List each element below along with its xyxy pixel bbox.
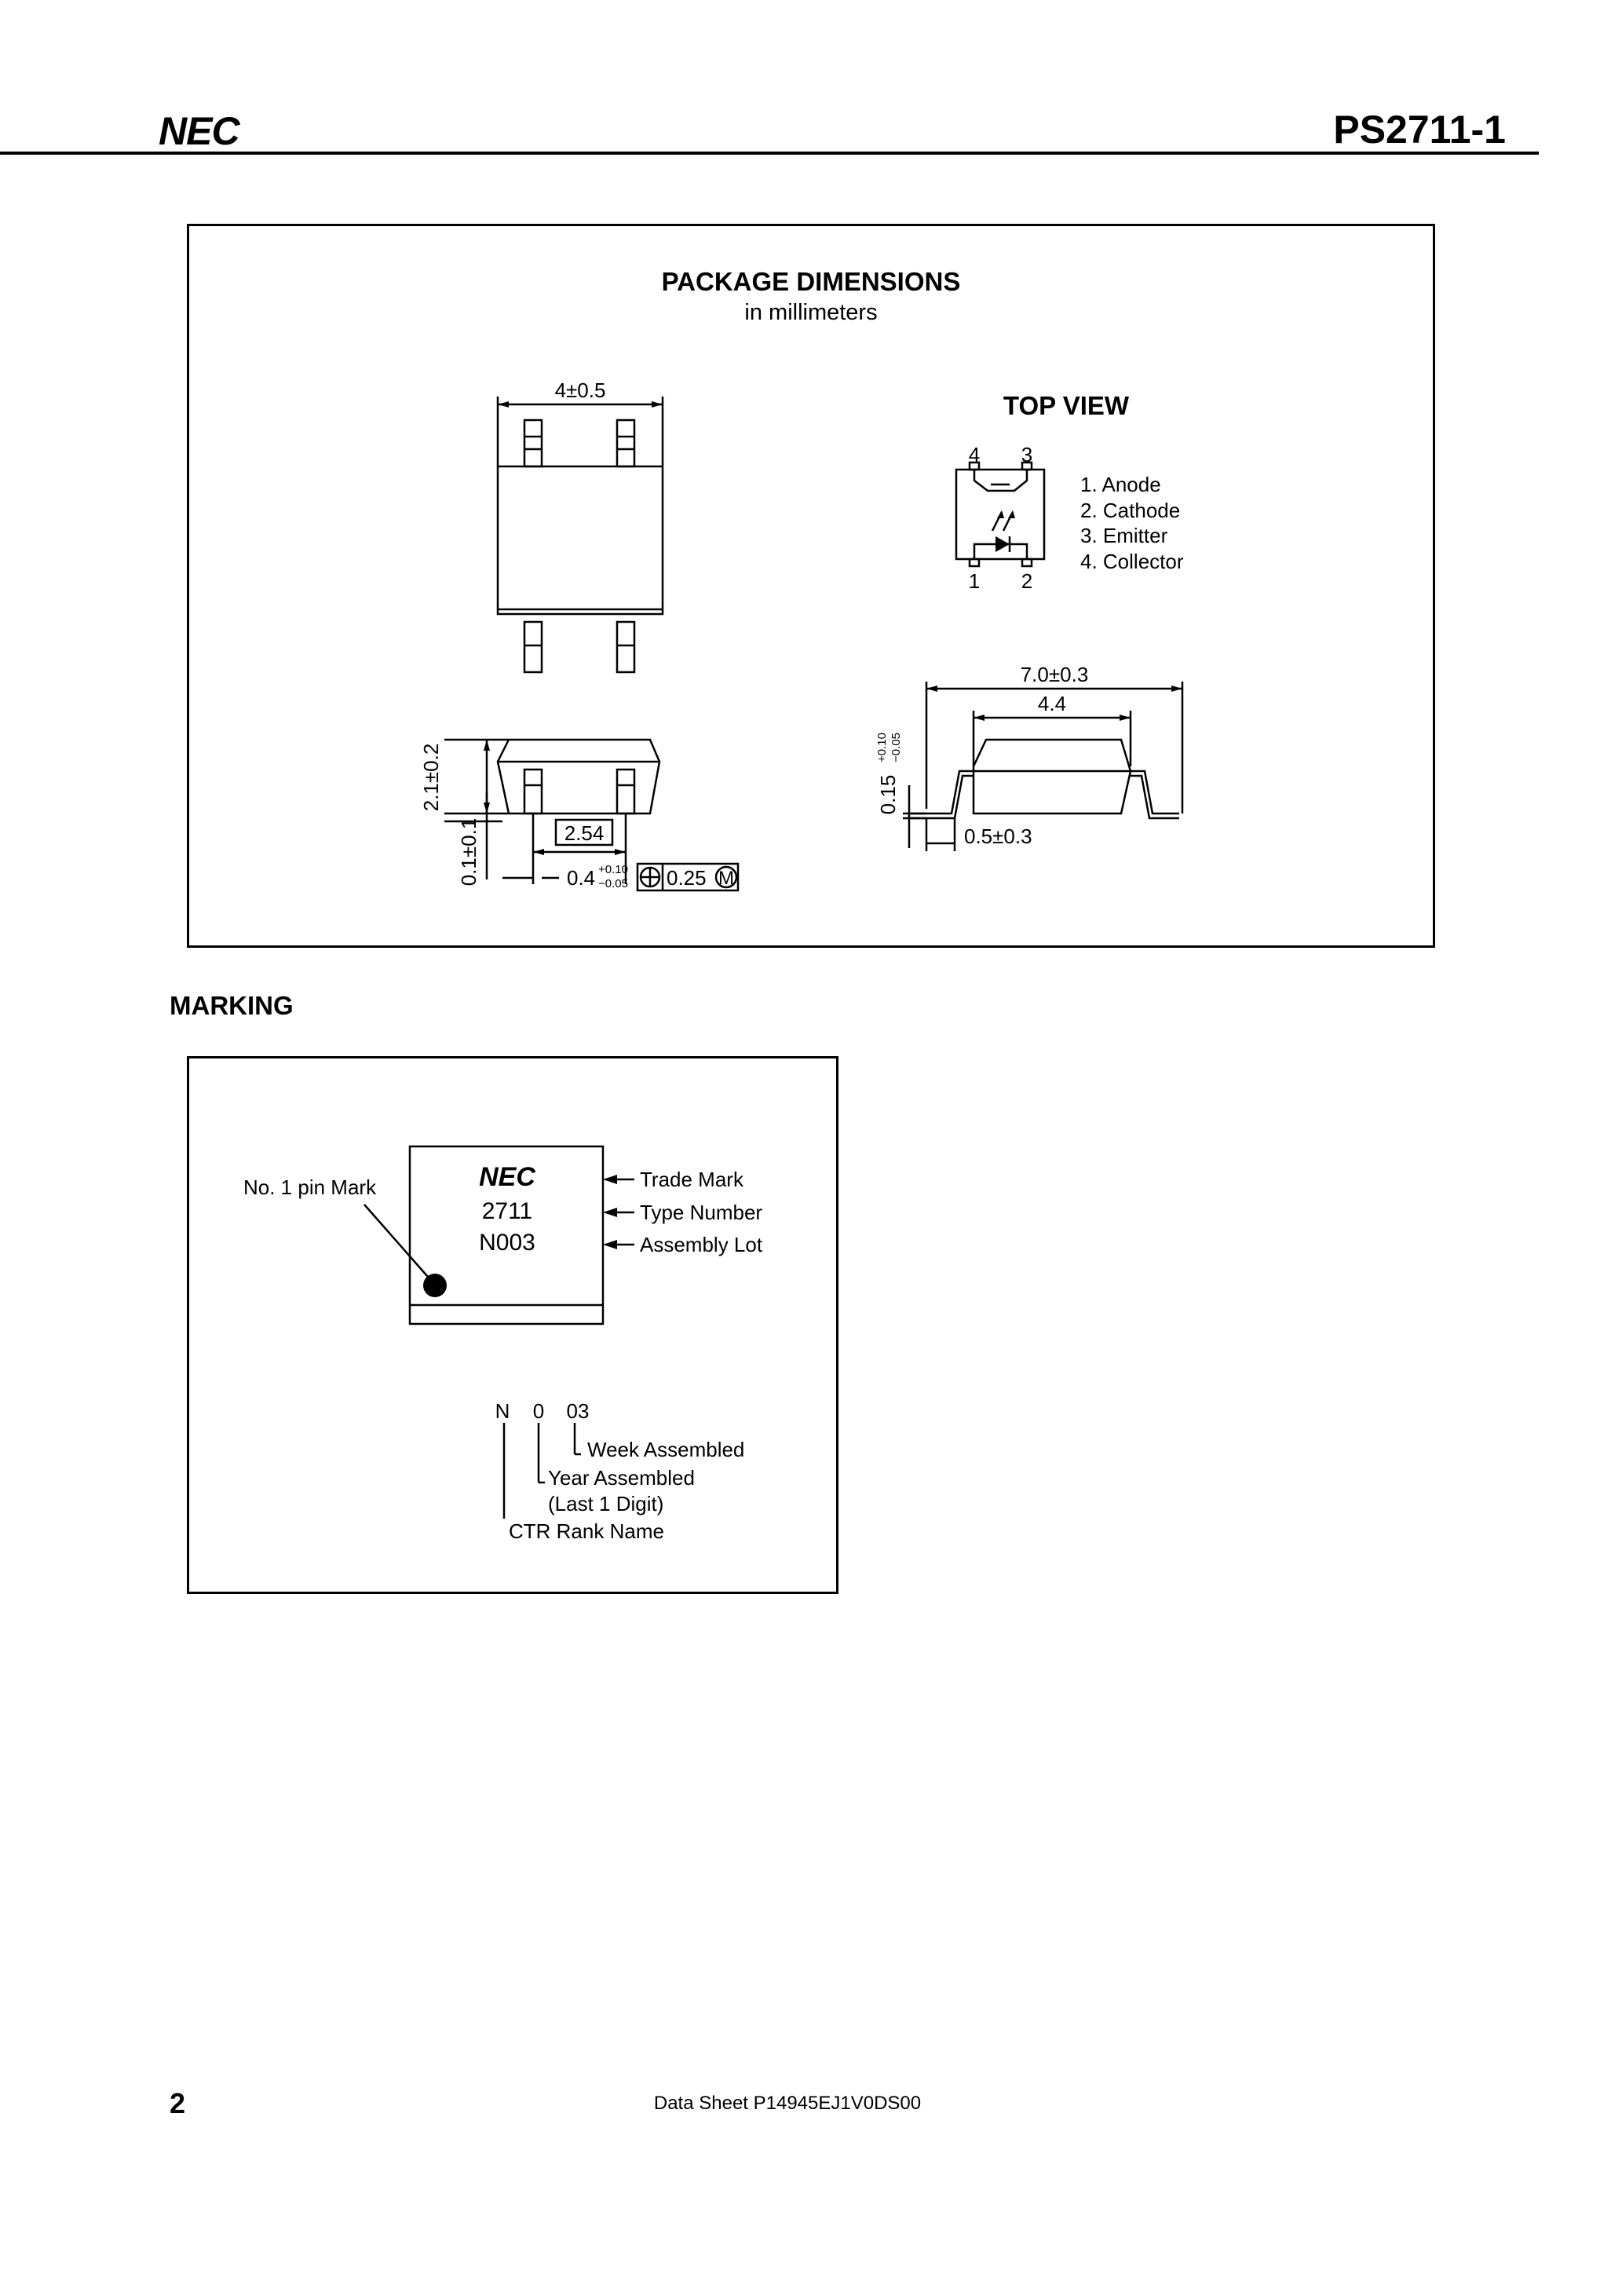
dim-lead-label: 0.4 <box>567 866 595 890</box>
assembly-lot-label: Assembly Lot <box>640 1233 763 1256</box>
pin-list-2: 2. Cathode <box>1080 499 1180 522</box>
dim-overall-label: 7.0±0.3 <box>1021 663 1089 686</box>
pin-1-label: 1 <box>969 569 980 593</box>
top-view-title: TOP VIEW <box>1003 391 1130 420</box>
chip-type: 2711 <box>482 1198 533 1224</box>
marking-heading: MARKING <box>170 991 294 1020</box>
pin-3-label: 3 <box>1021 443 1032 466</box>
trade-mark-label: Trade Mark <box>640 1168 744 1191</box>
code-0: 0 <box>533 1399 544 1423</box>
type-number-label: Type Number <box>640 1201 762 1224</box>
marking-drawing: No. 1 pin Mark NEC 2711 N003 Trade Mark … <box>243 1145 763 1543</box>
ctr-label: CTR Rank Name <box>509 1519 664 1543</box>
lead-bottom-right <box>616 620 636 674</box>
datasheet-id: Data Sheet P14945EJ1V0DS00 <box>0 2093 1622 2115</box>
chip-lot: N003 <box>479 1230 535 1256</box>
package-subtitle: in millimeters <box>744 300 878 325</box>
package-top-body <box>496 465 664 616</box>
pin-list-1: 1. Anode <box>1080 473 1161 496</box>
dim-lead-tol-plus: +0.10 <box>598 863 628 876</box>
pin1-mark-dot <box>423 1274 447 1297</box>
header-rule <box>0 152 1539 155</box>
lead-top-right <box>616 419 636 468</box>
week-label: Week Assembled <box>587 1438 744 1461</box>
pin-4-label: 4 <box>969 443 980 466</box>
code-n: N <box>495 1399 510 1423</box>
chip-outline <box>408 1145 605 1325</box>
year-note: (Last 1 Digit) <box>548 1492 663 1515</box>
chip-logo: NEC <box>479 1162 535 1192</box>
dim-standoff-label: 0.1±0.1 <box>457 818 480 887</box>
dim-pitch-label: 2.54 <box>564 821 605 845</box>
package-dimensions-box <box>187 224 1435 948</box>
dim-body-label: 4.4 <box>1038 692 1066 715</box>
dim-lead-tol-minus: −0.05 <box>598 877 628 890</box>
page-number: 2 <box>170 2087 186 2119</box>
pin-list-3: 3. Emitter <box>1080 524 1168 547</box>
dim-foot-label: 0.5±0.3 <box>964 824 1032 848</box>
package-drawing: 4±0.5 TOP VIEW 4 3 1 2 1. Anode 2. Catho… <box>419 378 1184 892</box>
datasheet-id-text: Data Sheet P14945EJ1V0DS00 <box>653 2093 922 2114</box>
dim-thickness-tol-minus: −0.05 <box>890 733 903 762</box>
part-number: PS2711-1 <box>1333 108 1506 152</box>
package-title: PACKAGE DIMENSIONS <box>661 267 961 296</box>
dim-width-label: 4±0.5 <box>555 378 606 402</box>
dim-position-mod: M <box>718 868 734 889</box>
dim-position-tol: 0.25 <box>667 866 707 890</box>
dim-thickness-tol-plus: +0.10 <box>875 733 889 762</box>
nec-logo: NEC <box>159 109 240 153</box>
dim-thickness-label: 0.15 <box>876 775 900 815</box>
pin-mark-label: No. 1 pin Mark <box>243 1175 377 1199</box>
dim-height-label: 2.1±0.2 <box>419 744 443 812</box>
pin-list-4: 4. Collector <box>1080 550 1184 573</box>
top-view-outline <box>955 468 1046 561</box>
code-03: 03 <box>567 1399 590 1423</box>
lead-top-left <box>523 419 543 468</box>
marking-box <box>187 1056 838 1594</box>
lead-bottom-left <box>523 620 543 674</box>
year-label: Year Assembled <box>548 1466 695 1490</box>
pin-2-label: 2 <box>1021 569 1032 593</box>
